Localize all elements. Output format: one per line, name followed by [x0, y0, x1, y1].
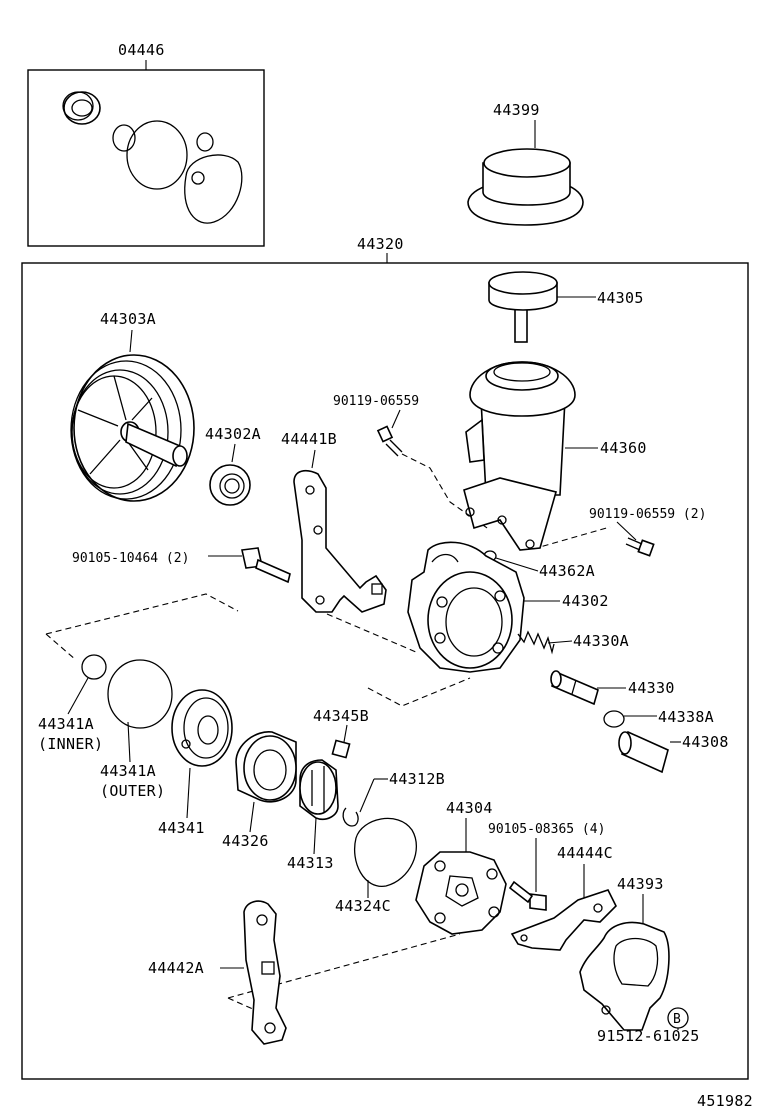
bracket-top-icon: [293, 469, 387, 613]
label-reservoir: 44360: [600, 439, 647, 457]
gasket-icon: [354, 817, 417, 887]
rear-housing-icon: [415, 851, 507, 935]
label-bolt-top: 90119-06559: [333, 394, 419, 409]
label-pulley: 44303A: [100, 310, 156, 328]
bolt-rear-icon: [508, 880, 547, 911]
label-oring-inner-num: 44341A: [38, 715, 94, 733]
label-oring-res: 44362A: [539, 562, 595, 580]
label-side-plate: 44341: [158, 819, 205, 837]
kit-large-oring-icon: [126, 120, 188, 190]
label-cam-ring: 44326: [222, 832, 269, 850]
label-assembly: 44320: [357, 235, 404, 253]
bolt-left-icon: [241, 547, 291, 584]
bolt-top-icon: [376, 425, 403, 457]
union-fitting-icon: [618, 730, 669, 774]
kit-tiny-oring-icon: [196, 132, 214, 152]
label-bolt-rear: 90105-08365 (4): [488, 822, 605, 837]
flow-control-valve-icon: [550, 670, 599, 706]
label-bracket-bottom: 44442A: [148, 959, 204, 977]
key-icon: [331, 739, 351, 759]
kit-gasket-icon: [184, 154, 243, 224]
oring-valve-icon: [603, 710, 625, 728]
label-spring: 44330A: [573, 632, 629, 650]
label-oring-outer-tag: (OUTER): [100, 782, 165, 800]
flow-control-spring-icon: [517, 630, 555, 655]
oring-outer-icon: [107, 659, 173, 729]
pulley-icon: [70, 354, 195, 502]
label-rotor: 44313: [287, 854, 334, 872]
bracket-bottom-icon: [243, 900, 287, 1045]
label-clip: 91512-61025: [597, 1027, 700, 1045]
cam-ring-icon: [235, 731, 297, 803]
kit-small-oring-icon: [112, 124, 136, 152]
reservoir-tank-icon: [463, 361, 576, 551]
label-bolt-left: 90105-10464 (2): [72, 551, 189, 566]
label-kit: 04446: [118, 41, 165, 59]
label-oring-outer-num: 44341A: [100, 762, 156, 780]
snap-ring-icon: [342, 807, 359, 827]
label-snap-ring: 44312B: [389, 770, 445, 788]
label-oring-inner-tag: (INNER): [38, 735, 103, 753]
reservoir-cap-icon: [488, 271, 558, 343]
label-key: 44345B: [313, 707, 369, 725]
label-oring-valve: 44338A: [658, 708, 714, 726]
kit-seal-icon: [62, 91, 101, 125]
oring-inner-icon: [81, 654, 107, 680]
bracket-rear-icon: [510, 889, 617, 951]
figure-id: 451982: [697, 1092, 753, 1110]
bearing-icon: [209, 464, 251, 506]
label-bolt-right: 90119-06559 (2): [589, 507, 706, 522]
label-bracket-rear: 44444C: [557, 844, 613, 862]
label-bearing: 44302A: [205, 425, 261, 443]
label-gasket: 44324C: [335, 897, 391, 915]
kit-frame: [27, 69, 265, 247]
note-marker-circle: [667, 1007, 689, 1029]
assembly-frame: [21, 262, 749, 1080]
pump-housing-icon: [407, 541, 525, 673]
label-cover: 44399: [493, 101, 540, 119]
label-housing: 44302: [562, 592, 609, 610]
plate-icon: [579, 921, 670, 1031]
note-marker-letter: B: [673, 1012, 681, 1027]
bolt-right-icon: [625, 537, 655, 557]
label-plate: 44393: [617, 875, 664, 893]
reservoir-cover-icon: [467, 148, 584, 226]
label-cap: 44305: [597, 289, 644, 307]
side-plate-icon: [171, 689, 233, 767]
rotor-icon: [299, 759, 339, 821]
label-valve: 44330: [628, 679, 675, 697]
label-rear-housing: 44304: [446, 799, 493, 817]
label-union: 44308: [682, 733, 729, 751]
label-bracket-top: 44441B: [281, 430, 337, 448]
